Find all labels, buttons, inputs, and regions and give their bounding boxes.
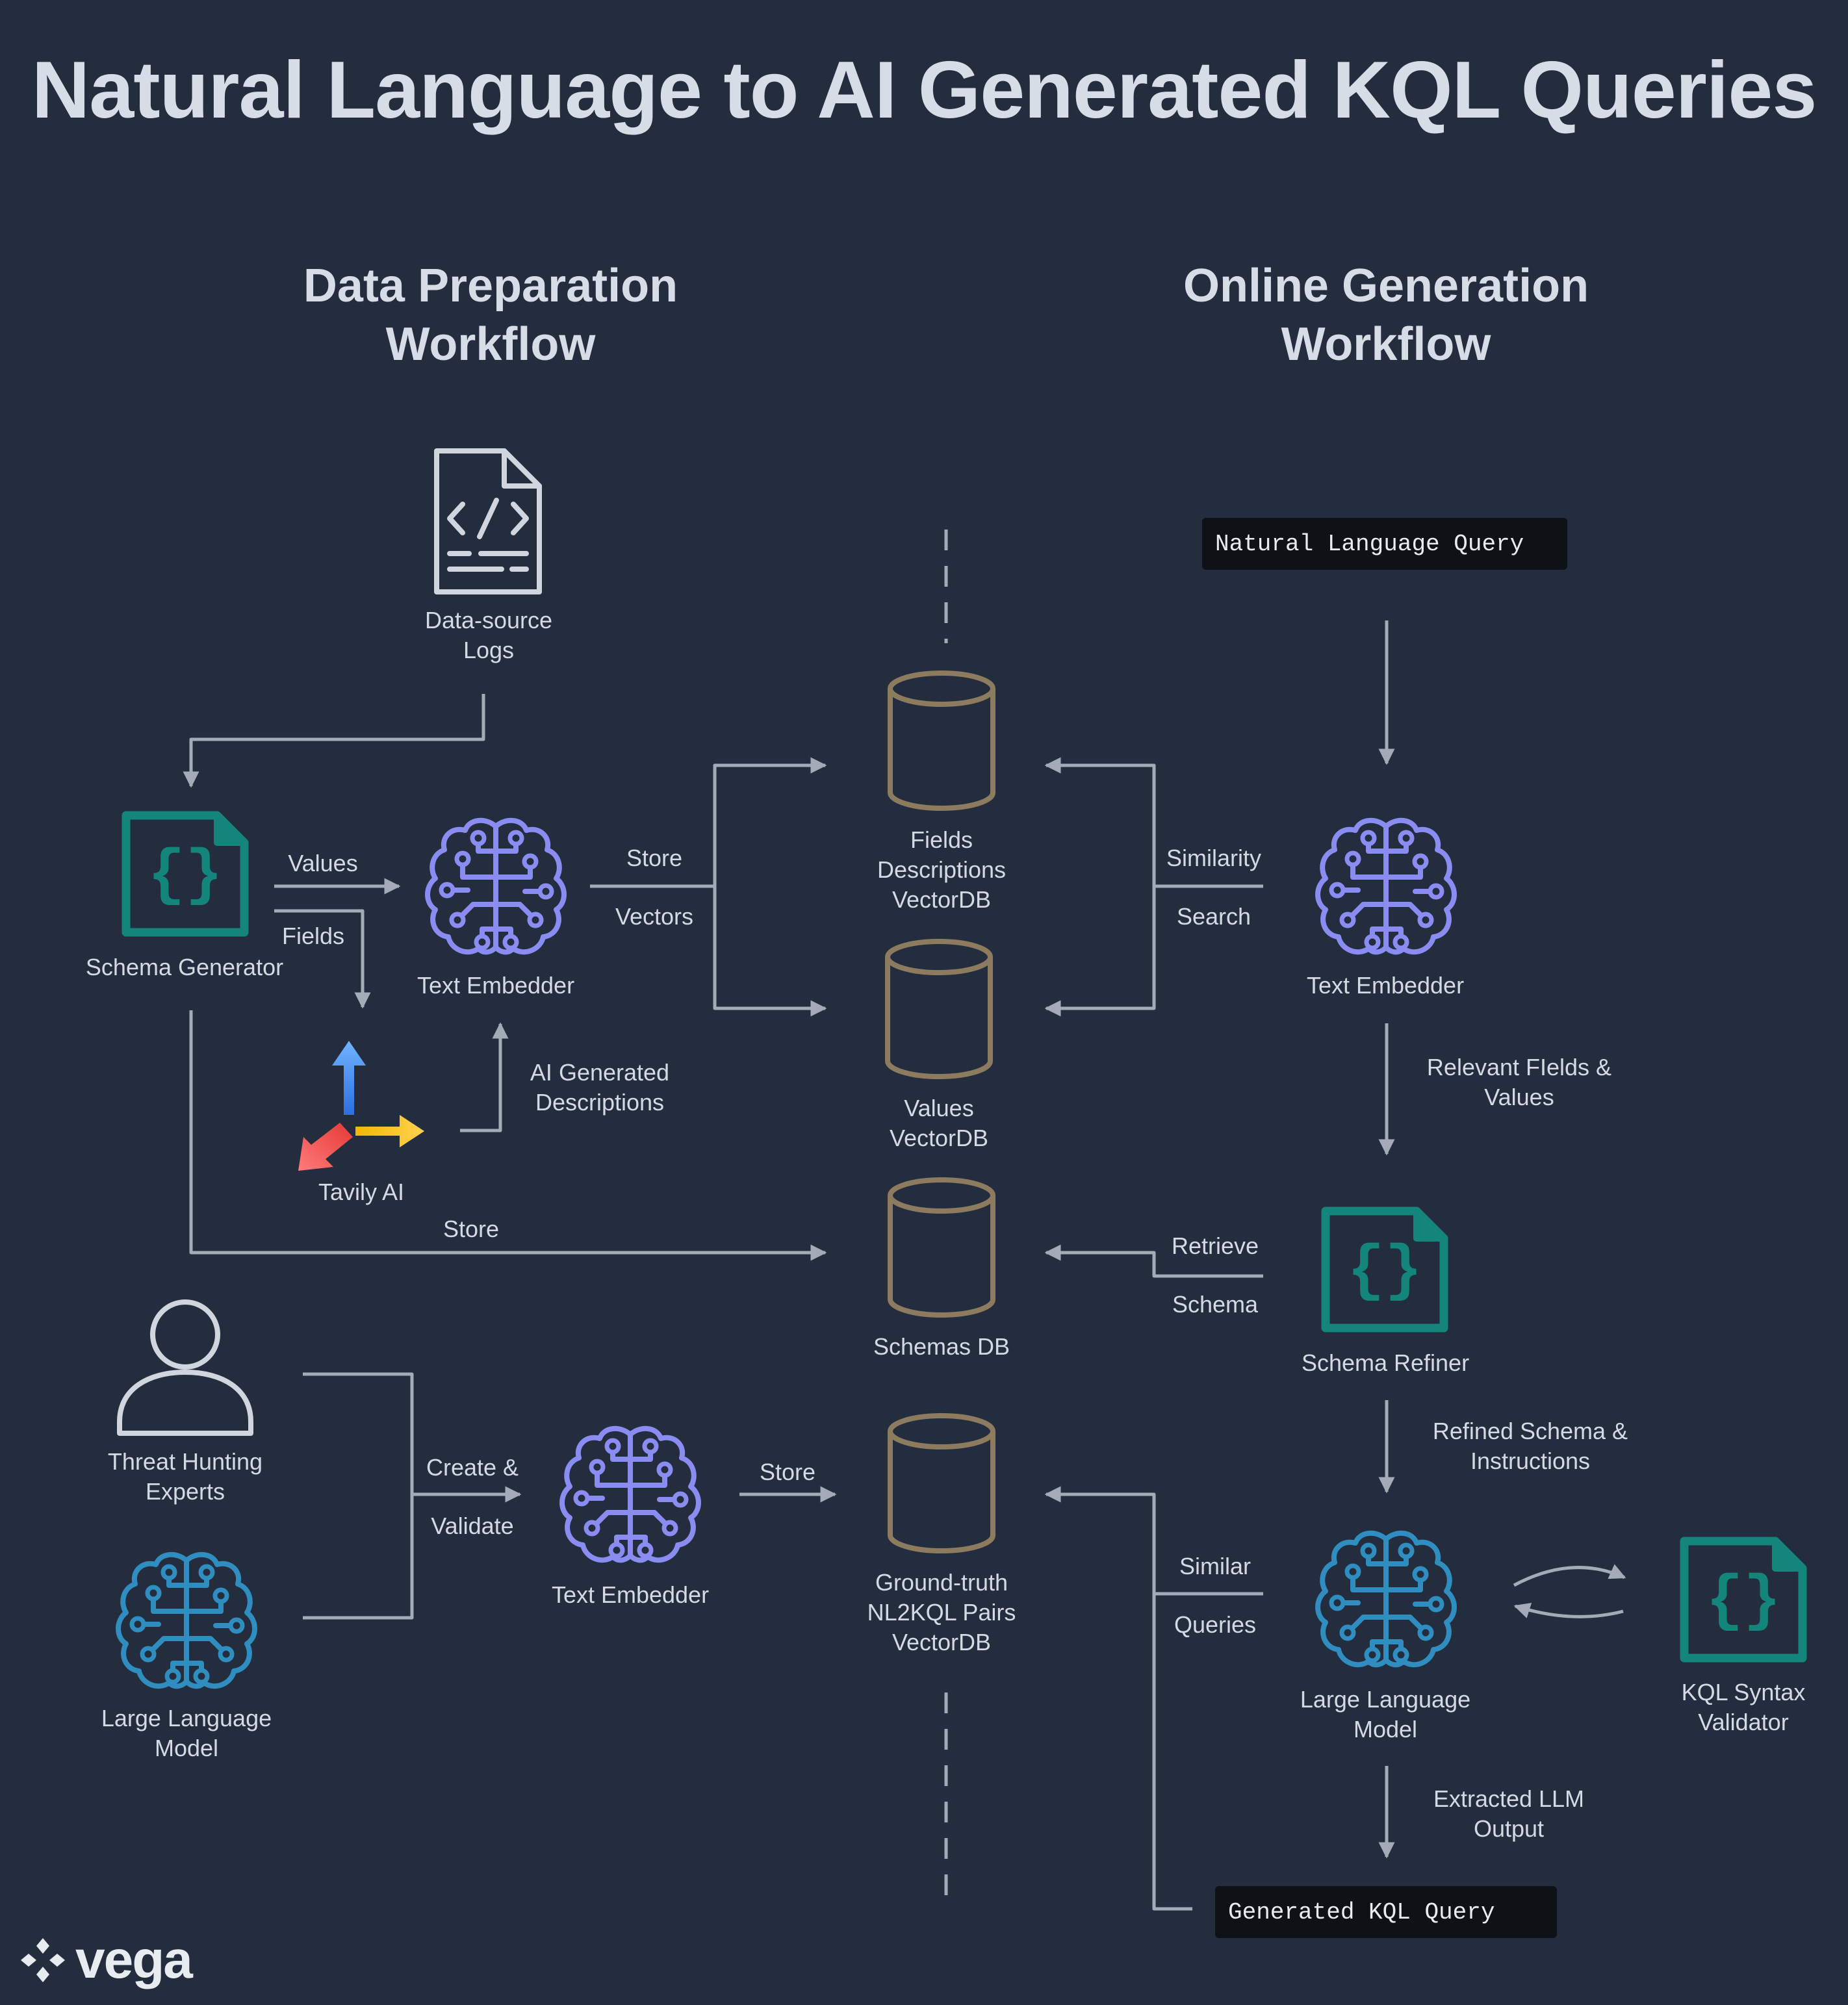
svg-text:{}: {} [148, 840, 222, 911]
edge-label-ai-descriptions: AI Generated Descriptions [530, 1059, 670, 1116]
edge-similarity-values [1044, 886, 1156, 1017]
vega-logo: vega [19, 1930, 193, 1991]
svg-text:{}: {} [1706, 1566, 1780, 1637]
edge-label-schema: Schema [1172, 1291, 1259, 1318]
database-cylinder-icon [888, 670, 995, 811]
edge-label-similar: Similar [1179, 1553, 1251, 1579]
edge-logs-to-schema-generator [183, 694, 485, 788]
brain-circuit-icon [1315, 817, 1457, 955]
label-schema-refiner: Schema Refiner [1301, 1349, 1470, 1376]
edge-label-refined: Refined Schema & Instructions [1432, 1418, 1628, 1474]
database-cylinder-icon [885, 939, 993, 1079]
edge-label-values: Values [288, 850, 358, 876]
edge-label-store-pairs: Store [759, 1459, 816, 1485]
label-values-db: Values VectorDB [889, 1095, 989, 1151]
edge-retrieve-schema [1044, 1244, 1263, 1278]
label-schemas-db: Schemas DB [873, 1333, 1010, 1360]
label-tavily-ai: Tavily AI [318, 1179, 405, 1205]
label-text-embedder-prep: Text Embedder [417, 972, 575, 999]
edge-store-schema [189, 1010, 827, 1261]
code-file-icon [434, 448, 542, 594]
brain-circuit-icon [116, 1552, 257, 1689]
label-llm-online: Large Language Model [1300, 1686, 1471, 1743]
label-schema-generator: Schema Generator [85, 954, 284, 980]
edge-label-queries: Queries [1174, 1611, 1257, 1638]
label-text-embedder-online: Text Embedder [1306, 972, 1465, 999]
vega-mark-icon [21, 1938, 65, 1982]
brand-name: vega [75, 1930, 193, 1989]
label-kql-validator: KQL Syntax Validator [1681, 1679, 1806, 1735]
edge-label-retrieve: Retrieve [1171, 1232, 1259, 1259]
brain-circuit-icon [559, 1425, 701, 1563]
edge-label-fields: Fields [281, 923, 345, 949]
edge-ai-descriptions [460, 1022, 509, 1132]
database-cylinder-icon [888, 1413, 995, 1553]
label-groundtruth-db: Ground-truth NL2KQL Pairs VectorDB [867, 1569, 1016, 1655]
workflow-heading-online: Online Generation Workflow [1183, 260, 1589, 370]
edge-similar-to-db [1044, 1486, 1156, 1594]
edge-cycle-top [1513, 1564, 1626, 1587]
label-threat-hunting-experts: Threat Hunting Experts [107, 1448, 263, 1505]
label-datasource-logs: Data-source Logs [424, 607, 553, 663]
edge-cycle-bottom [1513, 1602, 1624, 1618]
workflow-heading-prep: Data Preparation Workflow [303, 260, 678, 370]
edge-label-extracted: Extracted LLM Output [1433, 1785, 1585, 1842]
edge-fields [274, 909, 371, 1009]
label-text-embedder-pairs: Text Embedder [551, 1581, 710, 1608]
diagram-title: Natural Language to AI Generated KQL Que… [31, 45, 1817, 135]
edge-label-vectors: Vectors [615, 903, 694, 930]
schema-file-icon: {} [1321, 1207, 1448, 1333]
brain-circuit-icon [1315, 1530, 1457, 1668]
edge-label-validate: Validate [431, 1513, 514, 1539]
label-fields-db: Fields Descriptions VectorDB [877, 826, 1007, 913]
edge-label-relevant: Relevant FIelds & Values [1426, 1054, 1612, 1110]
label-llm-prep: Large Language Model [101, 1705, 272, 1761]
edge-label-search: Search [1176, 903, 1251, 930]
natural-language-query-box: Natural Language Query [1202, 518, 1567, 570]
edge-label-store-schema: Store [443, 1216, 500, 1242]
edge-store-vectors-values [713, 886, 827, 1017]
svg-text:{}: {} [1347, 1236, 1422, 1307]
database-cylinder-icon [888, 1177, 995, 1318]
schema-file-icon: {} [122, 811, 249, 937]
edge-label-similarity: Similarity [1166, 845, 1261, 871]
edge-label-store: Store [626, 845, 683, 871]
brain-circuit-icon [425, 817, 567, 955]
schema-file-icon: {} [1680, 1537, 1807, 1663]
edge-similar-to-output [1152, 1594, 1192, 1911]
edge-label-create: Create & [426, 1454, 519, 1481]
tavily-logo-icon [298, 1041, 424, 1171]
edge-similarity-fields [1044, 757, 1156, 886]
generated-kql-query-box: Generated KQL Query [1215, 1886, 1557, 1938]
person-icon [117, 1299, 253, 1436]
